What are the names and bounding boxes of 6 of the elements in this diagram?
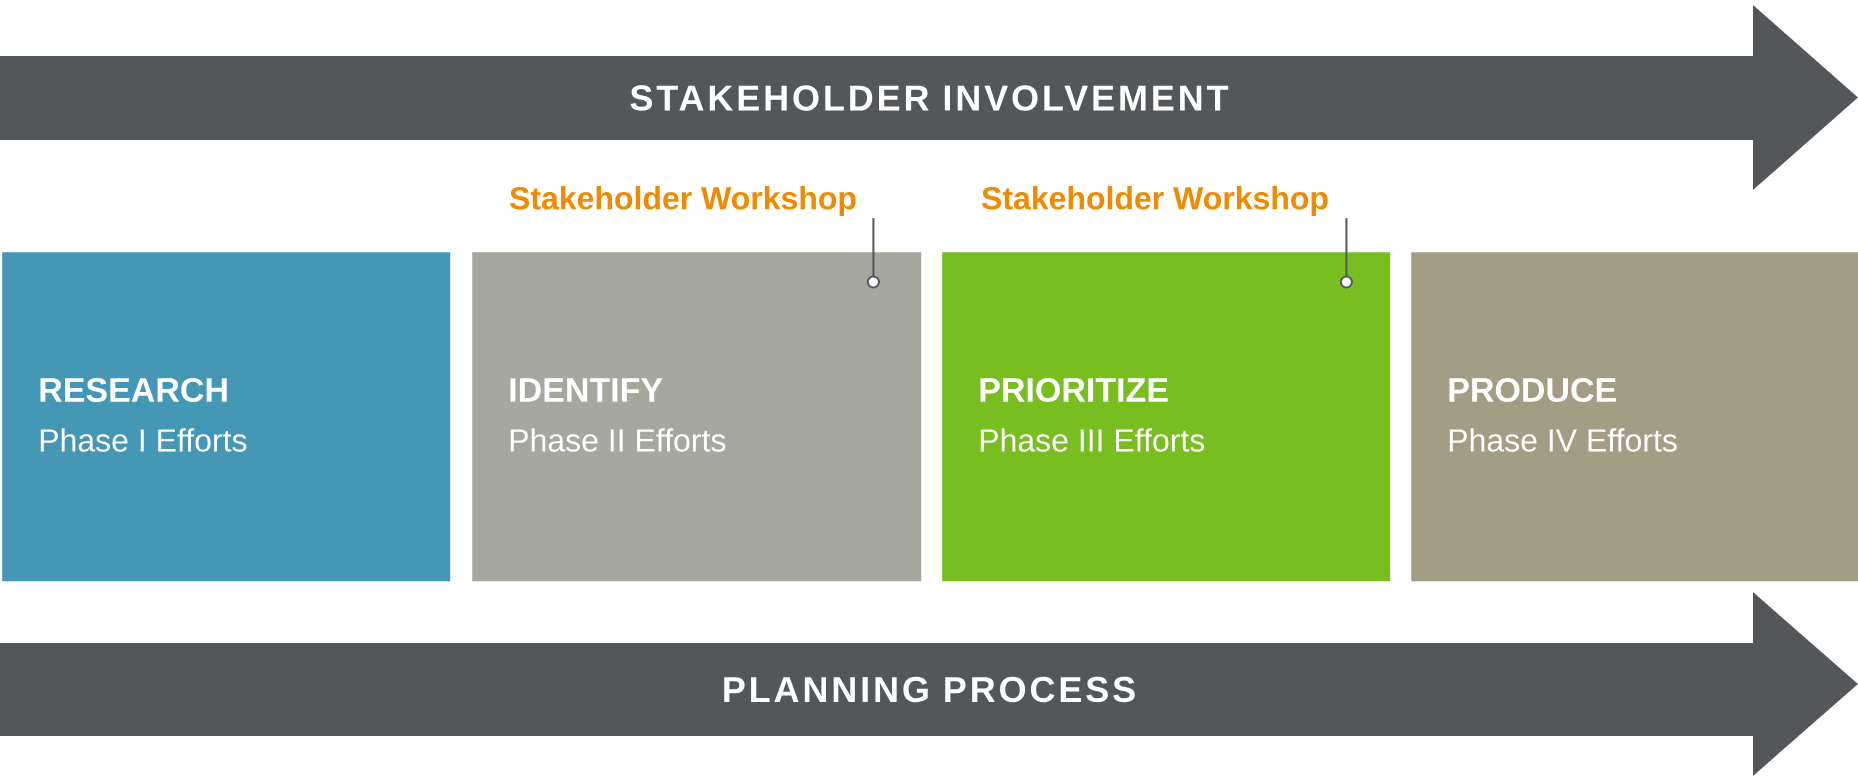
leader-line — [1345, 217, 1348, 278]
leader-line — [872, 217, 875, 278]
phase-box: RESEARCH Phase I Efforts — [2, 252, 451, 582]
phase-box: PRODUCE Phase IV Efforts — [1411, 252, 1858, 582]
phase-box: IDENTIFY Phase II Efforts — [472, 252, 922, 582]
phase-box: PRIORITIZE Phase III Efforts — [942, 252, 1391, 582]
